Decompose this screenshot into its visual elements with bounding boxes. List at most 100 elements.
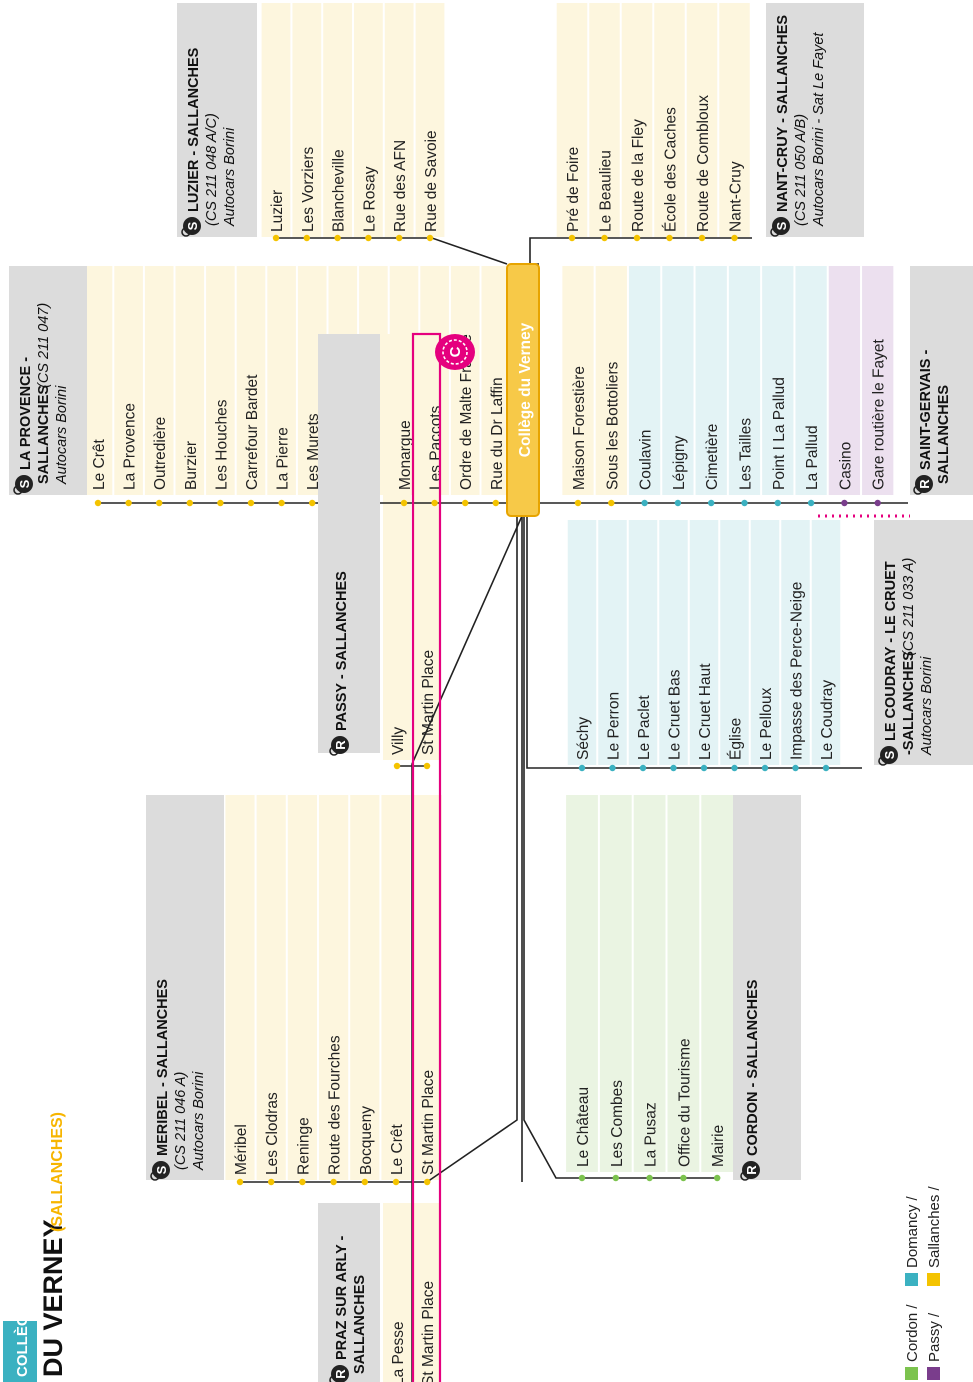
stop-bg (287, 795, 317, 1180)
stop-label: Monargue (397, 420, 414, 490)
stop-lepigny[interactable]: Lépigny (671, 435, 688, 507)
stop-dot (365, 234, 372, 242)
line-code: (CS 211 033 A) (901, 558, 917, 656)
stop-eglise[interactable]: Église (728, 718, 745, 772)
connection-highlight: C (411, 332, 475, 1382)
stop-villy[interactable]: Villy (390, 727, 407, 770)
stop-bocqueny[interactable]: Bocqueny (358, 1106, 375, 1186)
stop-les-murets[interactable]: Les Murets (305, 413, 322, 507)
stop-le-chateau[interactable]: Le Château (575, 1087, 592, 1182)
stop-le-paclet[interactable]: Le Paclet (636, 695, 653, 772)
svg-text:C: C (447, 346, 464, 357)
stop-sechy[interactable]: Séchy (575, 717, 592, 772)
stop-outrediere[interactable]: Outredière (152, 417, 169, 507)
stop-label: La Pallud (804, 425, 821, 490)
stop-pre-de-foire[interactable]: Pré de Foire (565, 147, 582, 242)
stop-bg (413, 334, 441, 760)
stop-nant-cruy[interactable]: Nant-Cruy (728, 161, 745, 242)
stop-rue-de-savoie[interactable]: Rue de Savoie (423, 130, 440, 242)
stop-les-tailles[interactable]: Les Tailles (738, 418, 755, 507)
stop-le-cruet-haut[interactable]: Le Cruet Haut (697, 663, 714, 772)
stop-mairie[interactable]: Mairie (710, 1125, 727, 1182)
stop-label: Burzier (183, 441, 200, 490)
stop-le-rosay[interactable]: Le Rosay (361, 166, 378, 242)
stop-st-martin-place[interactable]: St Martin Place (420, 1070, 437, 1186)
line-name-2: SALLANCHES (936, 385, 952, 484)
stop-ordre-de-malte-france[interactable]: Ordre de Malte France (458, 334, 475, 507)
stop-le-cret[interactable]: Le Crêt (91, 438, 108, 507)
stop-label: Les Vorziers (300, 146, 317, 232)
stop-impasse-des-perce-neige[interactable]: Impasse des Perce-Neige (789, 582, 806, 772)
stop-dot (400, 499, 408, 507)
stop-dot (186, 499, 193, 507)
line-code: (CS 211 048 A/C) (204, 113, 220, 226)
stop-les-combes[interactable]: Les Combes (609, 1080, 626, 1182)
stop-office-du-tourisme[interactable]: Office du Tourisme (676, 1038, 693, 1182)
stop-bg (686, 3, 718, 237)
stop-label: St Martin Place (420, 1070, 437, 1175)
stop-st-martin-place[interactable]: St Martin Place (420, 1281, 437, 1382)
legend-passy: Passy / (926, 1312, 943, 1362)
stop-coulavin[interactable]: Coulavin (638, 430, 655, 507)
stop-les-clodras[interactable]: Les Clodras (264, 1092, 281, 1186)
stop-la-provence[interactable]: La Provence (122, 403, 139, 507)
stop-bg (599, 795, 632, 1172)
stop-dot (303, 234, 310, 242)
stop-casino[interactable]: Casino (837, 442, 854, 507)
stop-le-cret[interactable]: Le Crêt (389, 1123, 406, 1186)
stop-monargue[interactable]: Monargue (397, 420, 414, 507)
stop-route-de-combloux[interactable]: Route de Combloux (695, 95, 712, 242)
stop-blancheville[interactable]: Blancheville (331, 149, 348, 242)
stop-cimetiere[interactable]: Cimetière (704, 424, 721, 507)
stop-le-cruet-bas[interactable]: Le Cruet Bas (667, 669, 684, 772)
stop-le-pelloux[interactable]: Le Pelloux (758, 687, 775, 772)
stop-carrefour-bardet[interactable]: Carrefour Bardet (244, 374, 261, 507)
stop-la-pusaz[interactable]: La Pusaz (643, 1102, 660, 1182)
stop-la-pallud[interactable]: La Pallud (804, 425, 821, 507)
stop-la-pesse[interactable]: La Pesse (390, 1321, 407, 1382)
header-la-provence[interactable]: SLA PROVENCE -SALLANCHES(CS 211 047)Auto… (9, 266, 87, 495)
stop-bg (481, 266, 511, 495)
hub-college-du-verney[interactable]: Collège du Verney (506, 263, 540, 517)
stop-rue-du-dr-laffin[interactable]: Rue du Dr Laffin (489, 377, 506, 507)
line-name: LUZIER - SALLANCHES (186, 47, 202, 212)
stop-rue-des-afn[interactable]: Rue des AFN (392, 140, 409, 242)
stop-label: La Pusaz (643, 1102, 660, 1167)
stop-reninge[interactable]: Reninge (295, 1117, 312, 1186)
stop-les-vorziers[interactable]: Les Vorziers (300, 146, 317, 242)
line-name: MERIBEL - SALLANCHES (155, 979, 171, 1156)
stop-ecole-des-caches[interactable]: École des Caches (663, 107, 680, 242)
stop-sous-les-bottoliers[interactable]: Sous les Bottoliers (604, 361, 621, 507)
stop-le-perron[interactable]: Le Perron (606, 692, 623, 772)
stop-burzier[interactable]: Burzier (183, 441, 200, 507)
stop-st-martin-place[interactable]: St Martin Place (420, 650, 437, 770)
stop-point-i-la-pallud[interactable]: Point I La Pallud (771, 377, 788, 507)
stop-gare-routiere-le-fayet[interactable]: Gare routière le Fayet (871, 339, 888, 507)
stop-label: Les Paccots (428, 405, 445, 490)
stop-luzier[interactable]: Luzier (269, 190, 286, 242)
stop-les-houches[interactable]: Les Houches (213, 399, 230, 507)
line-name: LE COUDRAY - LE CRUET (883, 561, 899, 741)
stop-la-pierre[interactable]: La Pierre (275, 427, 292, 507)
stop-dot (641, 499, 648, 507)
stop-dot (639, 764, 647, 772)
stop-le-beaulieu[interactable]: Le Beaulieu (598, 150, 615, 242)
stop-maison-forestiere[interactable]: Maison Forestière (571, 366, 588, 507)
stop-label: Séchy (575, 717, 592, 760)
stop-dot (125, 499, 132, 507)
stop-bg (795, 266, 827, 495)
stop-label: Cimetière (704, 424, 721, 490)
stop-dot (646, 1174, 653, 1182)
header-coudray[interactable]: SLE COUDRAY - LE CRUET-SALLANCHES(CS 211… (874, 520, 973, 766)
stop-route-des-fourches[interactable]: Route des Fourches (327, 1035, 344, 1186)
stop-meribel[interactable]: Méribel (233, 1124, 250, 1186)
stop-le-coudray[interactable]: Le Coudray (819, 680, 836, 772)
stop-route-de-la-fley[interactable]: Route de la Fley (630, 119, 647, 242)
